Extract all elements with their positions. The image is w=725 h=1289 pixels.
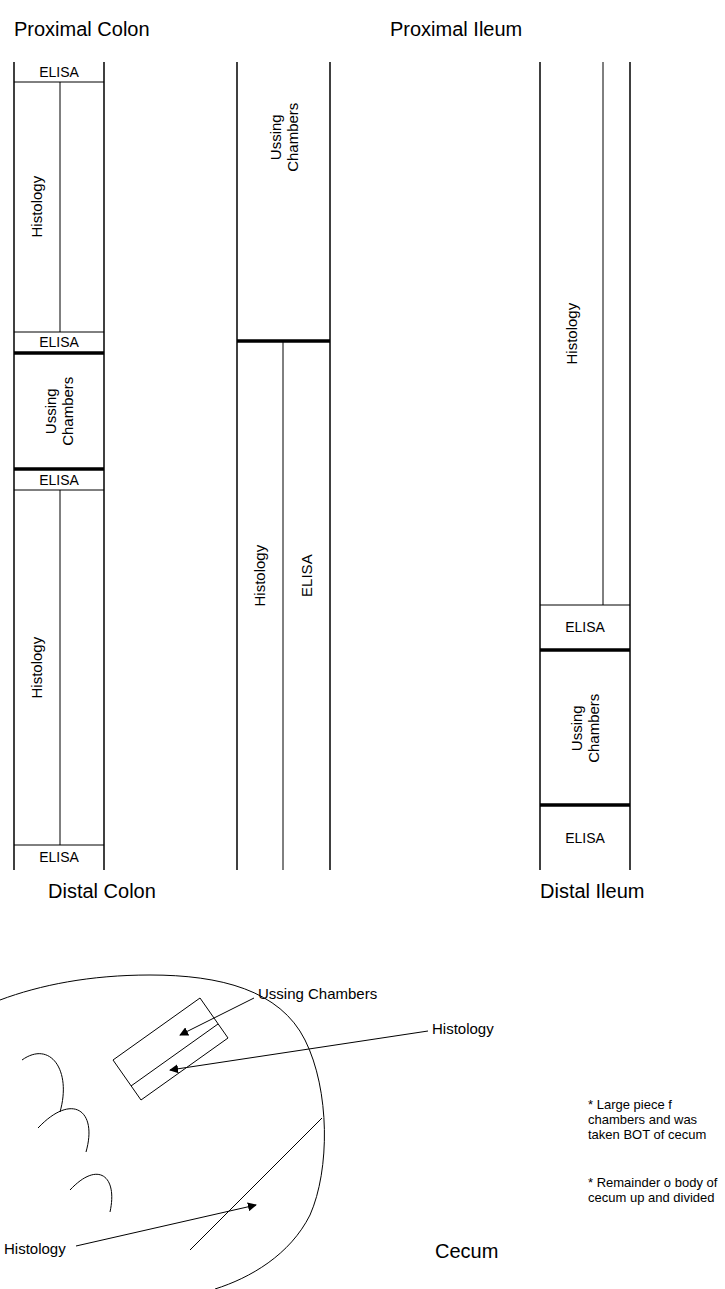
sample-section: Ussing Chambers [14, 355, 104, 467]
sample-section: ELISA [283, 343, 330, 808]
vertical-section-label: ELISA [298, 554, 315, 597]
sample-label: Ussing Chambers [258, 985, 377, 1002]
leader-lines [76, 998, 428, 1246]
section-label: ELISA [39, 472, 79, 488]
vertical-section-label: Histology [28, 637, 45, 699]
note-text: * Remainder o body of cecum up and divid… [588, 1176, 720, 1206]
sample-label: Histology [4, 1240, 66, 1257]
vertical-section-label: Histology [28, 176, 45, 238]
sample-label: Histology [432, 1020, 494, 1037]
section-label: ELISA [565, 619, 605, 635]
vertical-section-label: Histology [251, 545, 268, 607]
section-label: ELISA [39, 334, 79, 350]
region-title: Cecum [435, 1240, 498, 1263]
sample-section: Ussing Chambers [237, 62, 330, 212]
sample-section: ELISA [540, 606, 630, 648]
vertical-section-label: Ussing Chambers [42, 369, 77, 453]
section-label: ELISA [565, 830, 605, 846]
sample-section: ELISA [14, 845, 104, 870]
sample-section: Histology [540, 62, 603, 605]
region-title: Distal Colon [48, 880, 156, 903]
sample-section: ELISA [14, 470, 104, 490]
sample-section: ELISA [14, 332, 104, 352]
sample-section: Histology [14, 82, 60, 332]
vertical-section-label: Histology [563, 303, 580, 365]
sample-section: Histology [237, 343, 283, 808]
cecum-outline [0, 975, 324, 1289]
sample-section: ELISA [540, 807, 630, 870]
sample-section: Ussing Chambers [540, 652, 630, 804]
vertical-section-label: Ussing Chambers [568, 686, 603, 770]
intestine-strips [14, 62, 630, 870]
region-title: Distal Ileum [540, 880, 644, 903]
region-title: Proximal Colon [14, 18, 150, 41]
section-label: ELISA [39, 64, 79, 80]
section-label: ELISA [39, 849, 79, 865]
vertical-section-label: Ussing Chambers [266, 95, 301, 179]
region-title: Proximal Ileum [390, 18, 522, 41]
sample-section: Histology [14, 490, 60, 845]
note-text: * Large piece f chambers and was taken B… [588, 1098, 720, 1143]
sample-section: ELISA [14, 62, 104, 82]
